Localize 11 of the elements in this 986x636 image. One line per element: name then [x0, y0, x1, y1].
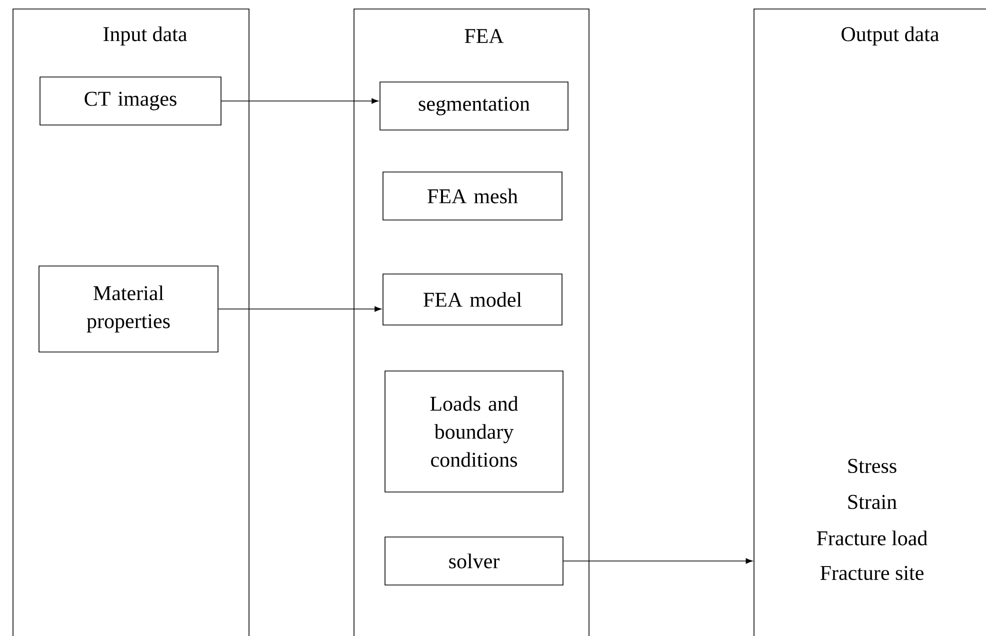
process-box: Loads and boundary conditions: [384, 370, 564, 492]
process-box: CT images: [40, 76, 222, 126]
arrow: [221, 98, 378, 104]
arrow: [218, 306, 382, 312]
process-box: solver: [384, 536, 564, 586]
process-box: segmentation: [380, 82, 568, 130]
column-panel: Output data Stress Strain Fracture load Fracture site: [754, 8, 986, 636]
process-box: Material properties: [38, 266, 218, 352]
process-box: FEA mesh: [382, 172, 562, 220]
arrow: [563, 558, 753, 564]
process-box: FEA model: [382, 274, 562, 326]
